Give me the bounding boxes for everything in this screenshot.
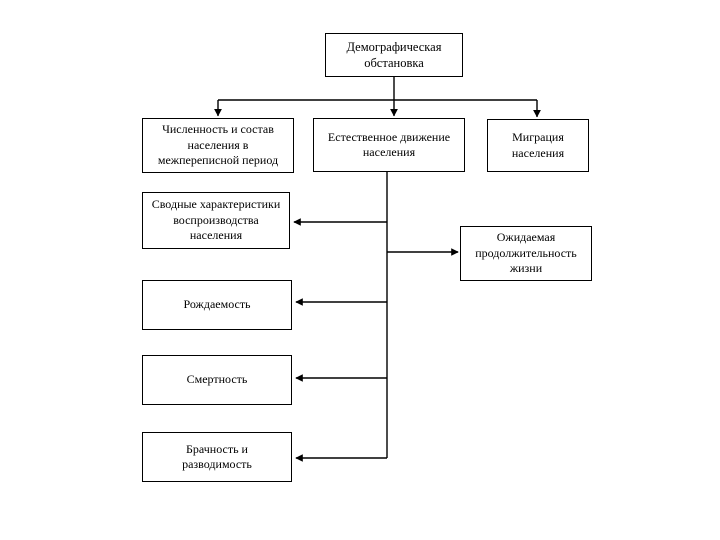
node-demographic-situation: Демографическая обстановка (325, 33, 463, 77)
node-migration-of-population: Миграция населения (487, 119, 589, 172)
node-natural-movement-of-population: Естественное движение населения (313, 118, 465, 172)
node-life-expectancy: Ожидаемая продолжительность жизни (460, 226, 592, 281)
node-summary-reproduction-characteristics: Сводные характеристики воспроизводства н… (142, 192, 290, 249)
node-birth-rate: Рождаемость (142, 280, 292, 330)
node-death-rate: Смертность (142, 355, 292, 405)
node-population-size-and-composition: Численность и состав населения в межпере… (142, 118, 294, 173)
node-marriage-and-divorce-rate: Брачность и разводимость (142, 432, 292, 482)
